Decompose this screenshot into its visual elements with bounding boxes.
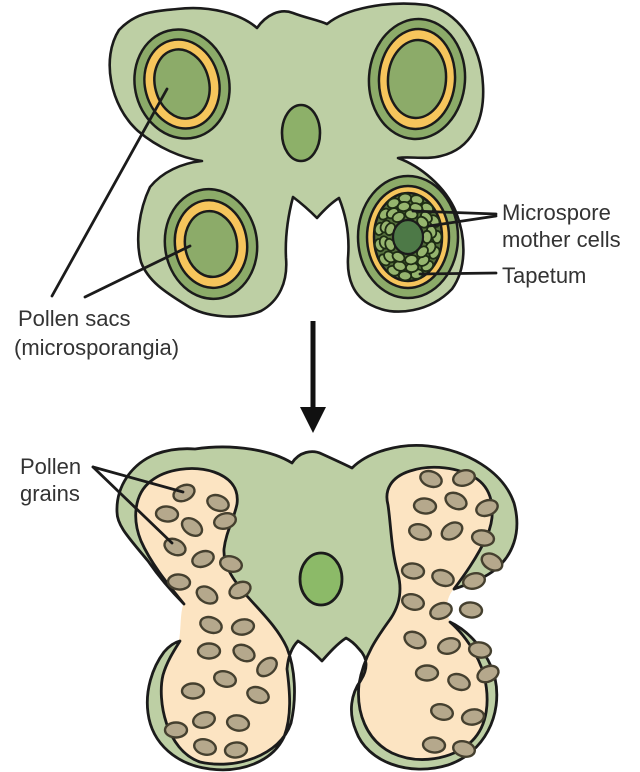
microspore-mother-cell — [404, 254, 419, 266]
pollen-sacs-pointer-line-1 — [50, 87, 169, 298]
pollen-grain — [218, 555, 244, 573]
label-tapetum: Tapetum — [502, 263, 586, 288]
pollen-grain — [419, 469, 443, 489]
pollen-grain — [163, 721, 189, 739]
pollen-grain — [414, 664, 440, 682]
bottom-panel-dehisced-anther — [115, 444, 519, 772]
pollen-grain — [407, 523, 433, 541]
pollen-grain — [412, 497, 438, 515]
pollen-grain — [192, 738, 218, 756]
label-pollen-sacs-line1: Pollen sacs — [18, 306, 131, 331]
tapetum-pointer-line — [418, 271, 498, 276]
pollen-grain — [436, 637, 462, 655]
pollen-grain — [467, 641, 493, 659]
sac-interior — [153, 48, 211, 120]
pollen-grain — [421, 736, 447, 754]
pollen-grain — [232, 643, 256, 663]
central-vascular-bundle-top — [280, 103, 322, 163]
pointer-lines — [50, 87, 498, 545]
pollen-grain — [460, 708, 486, 726]
pollen-grain — [223, 741, 249, 759]
labels: Pollen sacs (microsporangia) Microspore … — [14, 200, 621, 506]
pollen-grain — [180, 516, 204, 538]
pollen-grain — [461, 572, 487, 590]
pollen-grain — [256, 656, 278, 678]
pollen-grain — [225, 714, 251, 732]
pollen-grain — [163, 537, 187, 557]
pollen-grain — [470, 529, 496, 547]
sac-dark-center — [391, 218, 425, 256]
pollen-grain — [191, 549, 215, 569]
pollen-sacs-pointer-line-2 — [83, 244, 192, 299]
pollen-grain — [195, 585, 219, 605]
pollen-grain — [400, 562, 426, 580]
pollen-grain — [228, 580, 252, 600]
pollen-grains-pointer-line-1 — [91, 465, 185, 494]
microspore-mother-cell — [397, 270, 413, 282]
pollen-sac-bottom-right-microspores — [356, 174, 460, 300]
pollen-sac-top-right — [367, 17, 467, 141]
pollen-grain — [206, 493, 230, 513]
pollen-grains-right — [400, 469, 504, 758]
pollen-grain — [431, 568, 455, 588]
arrow-head — [300, 407, 326, 433]
pollen-grain — [212, 670, 238, 688]
pollen-grain — [447, 672, 471, 692]
pollen-grain — [191, 711, 217, 729]
label-pollen-grains-line1: Pollen — [20, 454, 81, 479]
pollen-grains-pointer-line-2 — [91, 465, 174, 545]
top-panel-immature-anther — [108, 2, 485, 318]
pollen-grain — [246, 685, 270, 705]
pollen-grain — [440, 521, 464, 541]
central-vascular-bundle-bottom — [298, 551, 344, 607]
pollen-grain — [166, 573, 192, 591]
pollen-grain — [154, 505, 180, 523]
pollen-sac-bottom-left — [163, 187, 259, 301]
pollen-grain — [400, 593, 426, 611]
pollen-grains-left — [154, 483, 278, 759]
label-microspore-line2: mother cells — [502, 227, 621, 252]
pollen-grain — [476, 664, 500, 684]
pollen-grain — [230, 618, 256, 636]
pollen-grain — [429, 601, 453, 621]
pollen-grain — [458, 601, 484, 619]
microspore-mother-cells — [373, 192, 443, 282]
label-microspore-line1: Microspore — [502, 200, 611, 225]
sac-interior — [386, 38, 448, 120]
anther-body-bottom — [115, 444, 519, 772]
microspore-pointer-line-2 — [427, 214, 498, 228]
pollen-grain — [451, 740, 477, 758]
pollen-grain — [480, 552, 504, 572]
label-pollen-grains-line2: grains — [20, 481, 80, 506]
pollen-grain — [475, 498, 499, 518]
pollen-grain — [172, 483, 196, 503]
development-arrow — [300, 321, 326, 433]
pollen-grain — [444, 491, 468, 511]
pollen-grain — [199, 615, 223, 635]
microspore-pointer-line-1 — [411, 209, 498, 216]
pollen-grain — [403, 630, 427, 650]
pollen-grain — [429, 703, 455, 721]
pollen-sac-top-left — [133, 28, 231, 140]
pollen-grain — [451, 469, 477, 487]
pollen-grain — [180, 682, 206, 700]
pollen-grain — [212, 512, 238, 530]
pollen-grain — [196, 642, 222, 660]
label-pollen-sacs-line2: (microsporangia) — [14, 335, 179, 360]
